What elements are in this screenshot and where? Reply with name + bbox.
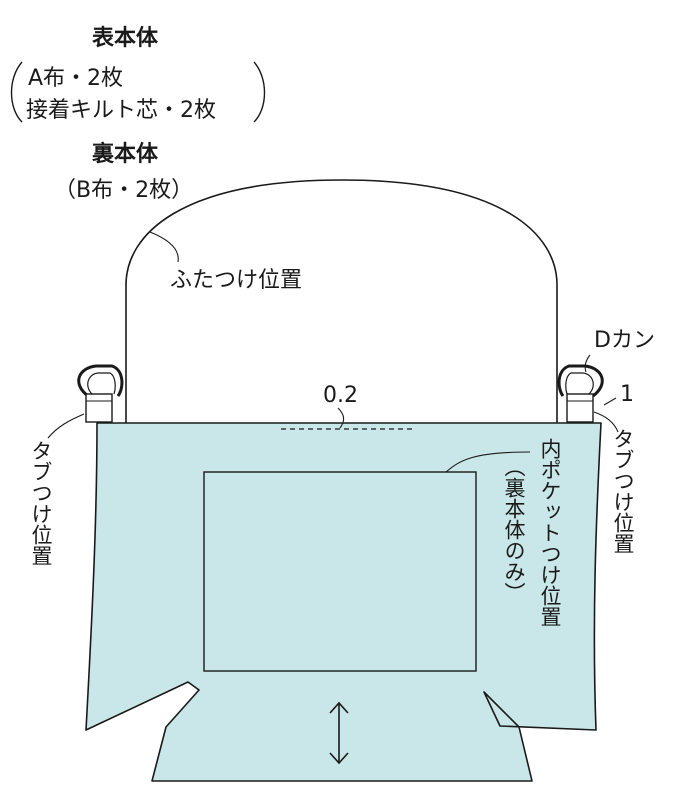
outer-body-interfacing: 接着キルト芯・2枚	[26, 98, 216, 123]
d-ring-label: Dカン	[594, 328, 655, 353]
inner-body-title: 裏本体	[92, 142, 159, 167]
tab-left	[85, 393, 113, 423]
tab-position-right-label: タブつけ位置	[611, 428, 635, 554]
inner-pocket-note: （裏本体のみ）	[502, 456, 526, 603]
grain-arrow	[329, 701, 349, 765]
tab-right	[566, 393, 594, 423]
flap-outline	[125, 179, 558, 423]
leader-flap-position	[149, 231, 179, 263]
leader-inner-pocket	[445, 451, 531, 473]
outer-body-fabric: A布・2枚	[28, 66, 124, 91]
bag-body	[85, 422, 602, 782]
tab-position-left-label: タブつけ位置	[29, 440, 53, 566]
leader-tab-dim	[603, 397, 617, 406]
inner-pocket-rect	[203, 471, 477, 672]
leader-tab-right	[593, 411, 619, 433]
leader-0-2	[337, 407, 345, 429]
bracket-right	[253, 61, 266, 123]
tab-dim-label: 1	[620, 382, 634, 407]
leader-tab-left	[47, 413, 85, 439]
leader-d-ring	[584, 354, 591, 373]
inner-body-fabric: （B布・2枚）	[54, 178, 194, 203]
d-ring-right	[557, 364, 604, 398]
outer-body-title: 表本体	[92, 26, 159, 51]
d-ring-left-inner	[87, 372, 116, 395]
inner-pocket-label: 内ポケットつけ位置	[538, 438, 562, 627]
d-ring-right-inner	[565, 372, 594, 395]
bracket-left	[10, 61, 23, 123]
d-ring-left	[77, 364, 124, 398]
flap-position-label: ふたつけ位置	[170, 268, 303, 293]
seam-0-2-label: 0.2	[323, 383, 358, 408]
